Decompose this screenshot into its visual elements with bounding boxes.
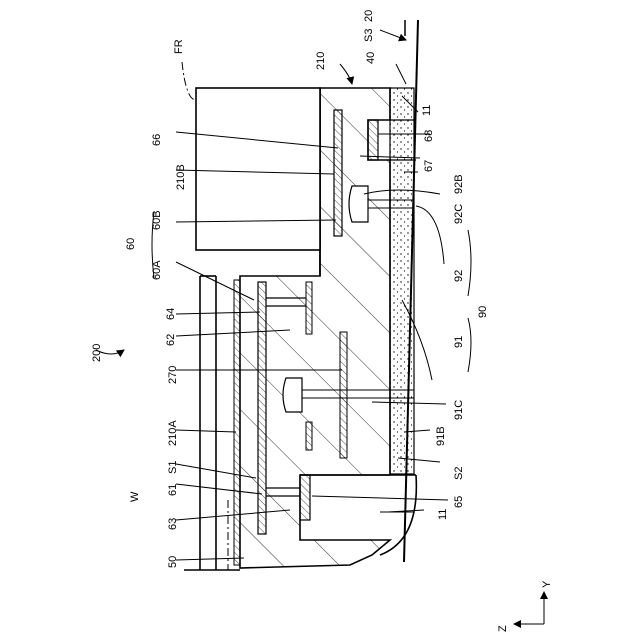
plate-270 [340, 332, 347, 458]
connector-65 [300, 475, 310, 520]
label-92: 92 [453, 270, 465, 282]
board-60B [334, 110, 342, 236]
label-92B: 92B [453, 174, 465, 194]
label-fr: FR [173, 39, 185, 54]
label-68: 68 [423, 130, 435, 142]
label-60: 60 [125, 238, 137, 250]
label-92C: 92C [453, 204, 465, 224]
label-63: 63 [167, 518, 179, 530]
connector-68 [368, 120, 378, 160]
label-20: 20 [363, 10, 375, 22]
small-plate [306, 422, 312, 450]
label-210B: 210B [175, 164, 187, 190]
label-210: 210 [315, 52, 327, 70]
label-270: 270 [167, 366, 179, 384]
axis-z-label: Z [497, 625, 509, 632]
label-61: 61 [167, 484, 179, 496]
label-200: 200 [91, 344, 103, 362]
label-62: 62 [165, 334, 177, 346]
label-s2: S2 [453, 467, 465, 480]
label-90: 90 [477, 306, 489, 318]
component-64 [306, 282, 312, 334]
label-w: W [129, 491, 141, 502]
label-91B: 91B [435, 426, 447, 446]
label-s1: S1 [167, 461, 179, 474]
label-210A: 210A [167, 420, 179, 446]
seal-strip [390, 88, 414, 474]
label-60B: 60B [151, 210, 163, 230]
outer-wall-50 [184, 276, 240, 570]
frame-210A [234, 280, 240, 565]
label-s3: S3 [363, 29, 375, 42]
label-91C: 91C [453, 400, 465, 420]
axis-y-label: Y [541, 580, 553, 588]
axis-indicator: Y Z [497, 580, 553, 632]
board-60A [258, 282, 266, 534]
label-66: 66 [151, 134, 163, 146]
label-40: 40 [365, 52, 377, 64]
label-60A: 60A [151, 260, 163, 280]
label-50: 50 [167, 556, 179, 568]
label-67: 67 [423, 160, 435, 172]
label-64: 64 [165, 308, 177, 320]
label-11-bottom: 11 [437, 509, 449, 520]
label-11-top: 11 [421, 105, 433, 116]
label-65: 65 [453, 496, 465, 508]
label-91: 91 [453, 336, 465, 348]
